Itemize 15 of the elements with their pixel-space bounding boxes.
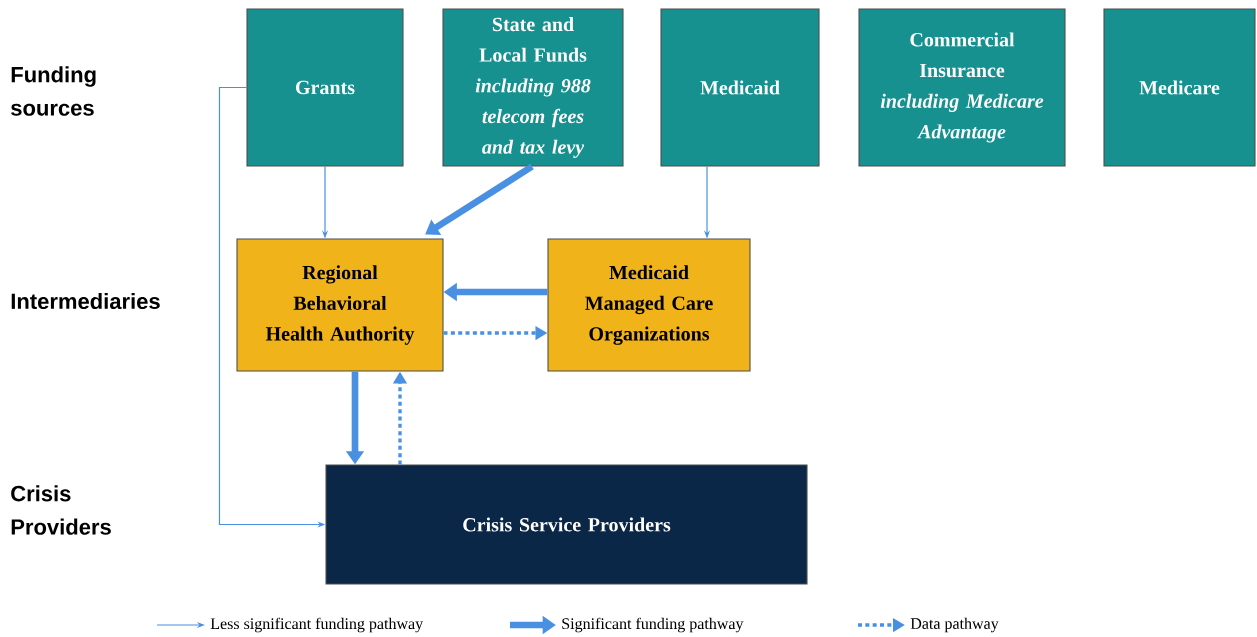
funding-box: Grants bbox=[246, 8, 404, 167]
intermediary-box: Medicaid Managed Care Organizations bbox=[547, 238, 751, 372]
row-label: Intermediaries bbox=[11, 292, 160, 310]
row-label: Crisis Providers bbox=[11, 485, 111, 535]
row-label: Funding sources bbox=[11, 66, 96, 116]
legend-text: Significant funding pathway bbox=[562, 617, 744, 633]
legend-text: Less significant funding pathway bbox=[210, 617, 424, 633]
intermediary-box: Regional Behavioral Health Authority bbox=[236, 238, 444, 372]
funding-box: Medicaid bbox=[660, 8, 820, 167]
funding-box: State and Local Funds including 988 telecom fees and tax levy bbox=[442, 8, 624, 167]
funding-box: Medicare bbox=[1103, 8, 1256, 167]
legend-text: Data pathway bbox=[910, 617, 999, 633]
funding-box: Commercial Insurance including Medicare Advantage bbox=[858, 8, 1066, 167]
arrow bbox=[425, 163, 534, 236]
provider-box: Crisis Service Providers bbox=[325, 464, 808, 585]
